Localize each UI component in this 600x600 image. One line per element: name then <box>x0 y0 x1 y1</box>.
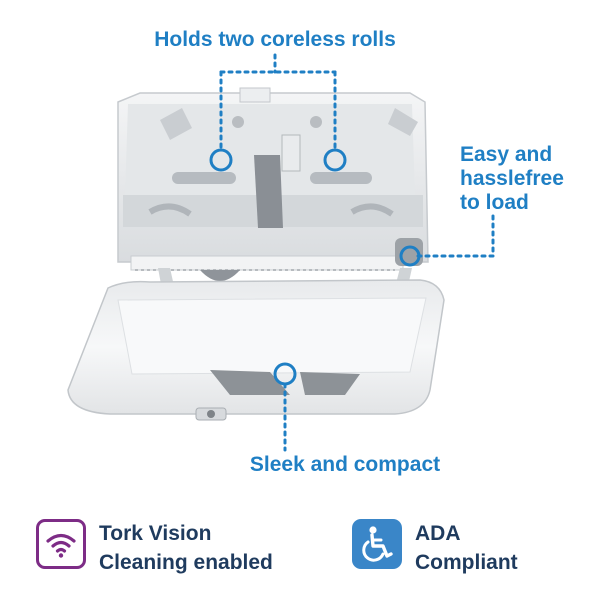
tork-vision-label: Tork Vision Cleaning enabled <box>99 519 273 577</box>
callout-easy-to-load-line2: hasslefree <box>460 167 564 190</box>
ada-label: ADA Compliant <box>415 519 518 577</box>
roll-holder-right-marker <box>323 148 347 172</box>
tork-vision-line2: Cleaning enabled <box>99 551 273 574</box>
roll-holder-left-marker <box>209 148 233 172</box>
ada-compliant-badge: ADA Compliant <box>352 519 518 577</box>
callout-easy-to-load-line3: to load <box>460 191 529 214</box>
wheelchair-accessibility-icon <box>352 519 402 569</box>
tork-vision-line1: Tork Vision <box>99 522 212 545</box>
callout-easy-to-load: Easy and hasslefree to load <box>460 143 600 215</box>
loading-latch-marker <box>399 245 421 267</box>
dispenser-back-housing <box>117 87 429 281</box>
callout-easy-to-load-line1: Easy and <box>460 143 553 166</box>
dispenser-front-cover <box>67 279 445 421</box>
wifi-signal-icon <box>36 519 86 569</box>
tork-vision-badge: Tork Vision Cleaning enabled <box>36 519 273 577</box>
ada-line1: ADA <box>415 522 461 545</box>
ada-line2: Compliant <box>415 551 518 574</box>
leader-right <box>416 213 495 258</box>
front-cover-marker <box>273 362 297 386</box>
callout-sleek-and-compact: Sleek and compact <box>249 453 441 476</box>
callout-leader-lines <box>219 53 495 452</box>
callout-holds-two-rolls: Holds two coreless rolls <box>154 28 396 51</box>
